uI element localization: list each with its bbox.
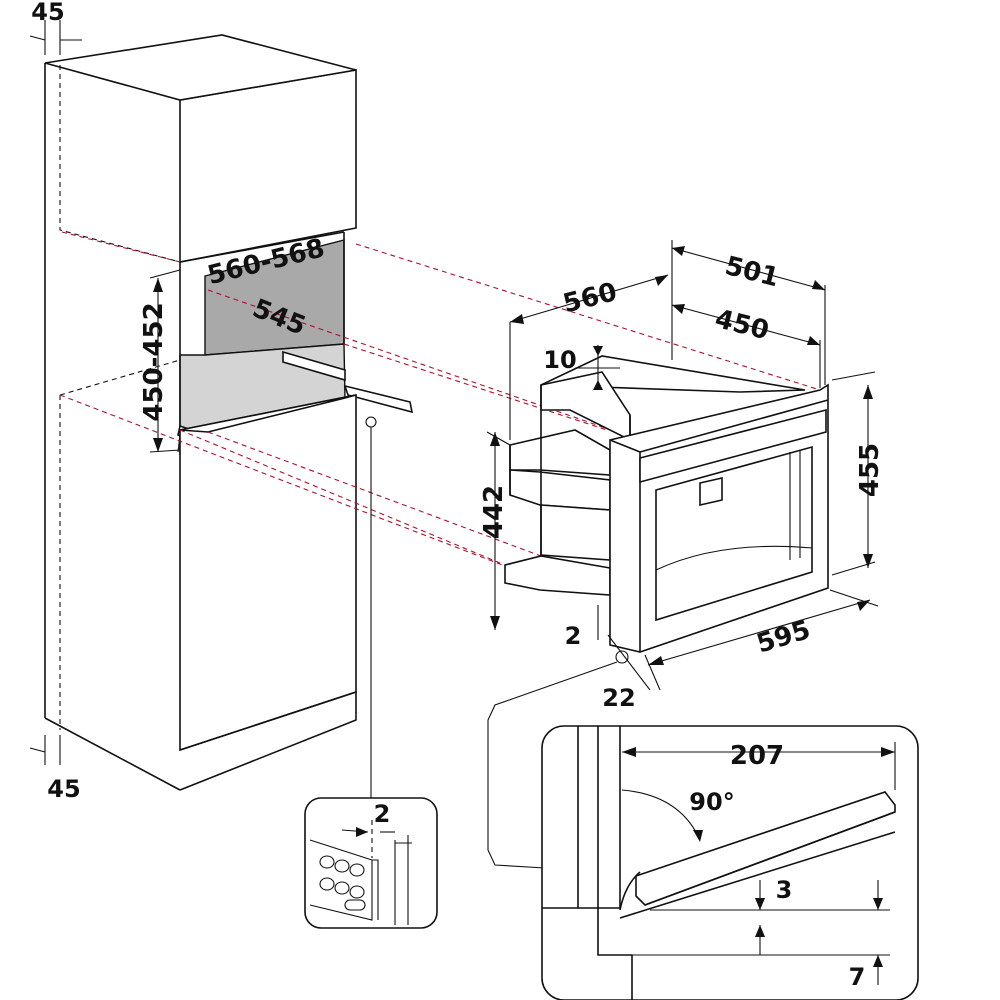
lower-cabinet-front (179, 394, 357, 752)
dim-side-gap-bottom: 45 (47, 775, 80, 803)
dimension-lines (29, 20, 879, 765)
dim-appliance-body-height: 442 (479, 485, 509, 539)
upper-cabinet-top (44, 34, 357, 101)
dim-door-clearance-small: 3 (776, 876, 793, 904)
dim-door-opening-depth: 207 (730, 741, 784, 771)
dim-detail-gap: 2 (374, 800, 391, 828)
dim-appliance-width-body: 560 (560, 277, 620, 319)
coffee-spout (699, 476, 723, 507)
dim-appliance-front-height: 455 (855, 443, 885, 497)
dim-door-opening-angle: 90° (689, 788, 734, 816)
inset-rail-detail (304, 797, 438, 929)
arrowheads (153, 246, 873, 665)
dim-front-offset-top: 10 (543, 346, 576, 374)
dim-appliance-total-depth: 501 (722, 251, 782, 293)
tall-cabinet (44, 34, 414, 791)
dim-appliance-body-depth: 450 (712, 304, 772, 346)
dim-side-gap-top: 45 (31, 0, 64, 26)
callout-leader (365, 416, 618, 869)
cabinet-plinth (179, 691, 357, 791)
control-strip (639, 408, 827, 484)
rail-right (282, 350, 346, 382)
dim-appliance-front-width: 595 (753, 615, 814, 660)
dim-door-clearance-bottom: 7 (849, 963, 866, 991)
dim-bottom-gap: 2 (565, 622, 582, 650)
upper-cabinet-front (179, 69, 357, 263)
dim-front-panel-thickness: 22 (602, 684, 635, 712)
rail-right-extension (343, 384, 414, 414)
dim-niche-height: 450-452 (139, 302, 169, 421)
projection-lines (59, 231, 821, 579)
inset-door-detail (541, 725, 919, 1000)
coffee-machine (504, 355, 829, 653)
dispensing-area (655, 445, 813, 622)
